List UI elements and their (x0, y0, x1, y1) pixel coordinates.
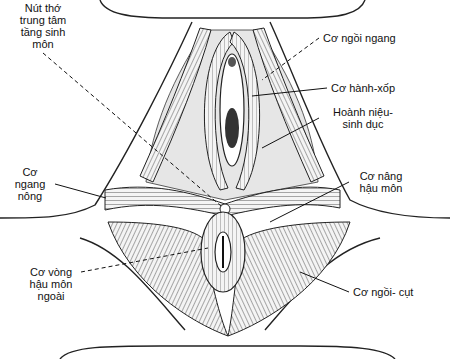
part-label: Cơ hành-xốp (330, 82, 396, 94)
leader-line (55, 184, 106, 198)
vaginal-opening (225, 108, 239, 148)
vulva-opening (220, 54, 244, 166)
leader-line (262, 118, 319, 148)
top-outline (100, 0, 365, 18)
part-label: Cơ nâng hậu môn (352, 170, 410, 194)
external-anal-sphincter (201, 212, 245, 292)
leader-line (262, 38, 319, 80)
anal-cleft (222, 236, 224, 268)
part-label: Cơ vòng hậu môn ngoài (24, 266, 78, 302)
bottom-outline (60, 346, 395, 359)
part-label: Cơ ngồi- cụt (352, 286, 414, 298)
leader-line (252, 88, 327, 96)
clitoris (228, 57, 236, 67)
ischiocavernosus-muscle (253, 28, 324, 182)
part-label: Cơ ngang nông (8, 166, 52, 202)
leader-line (81, 248, 208, 272)
levator-ani-muscle (228, 222, 350, 336)
ischiocavernosus-muscle (140, 28, 211, 182)
leader-line (43, 53, 221, 206)
anus (215, 232, 231, 272)
leader-line (270, 182, 349, 222)
part-label: Hoành niệu- sinh dục (322, 106, 404, 130)
part-label: Nút thớ trung tâm tầng sinh môn (12, 2, 74, 50)
part-label: Cơ ngồi ngang (322, 32, 397, 44)
leader-line (300, 272, 349, 292)
